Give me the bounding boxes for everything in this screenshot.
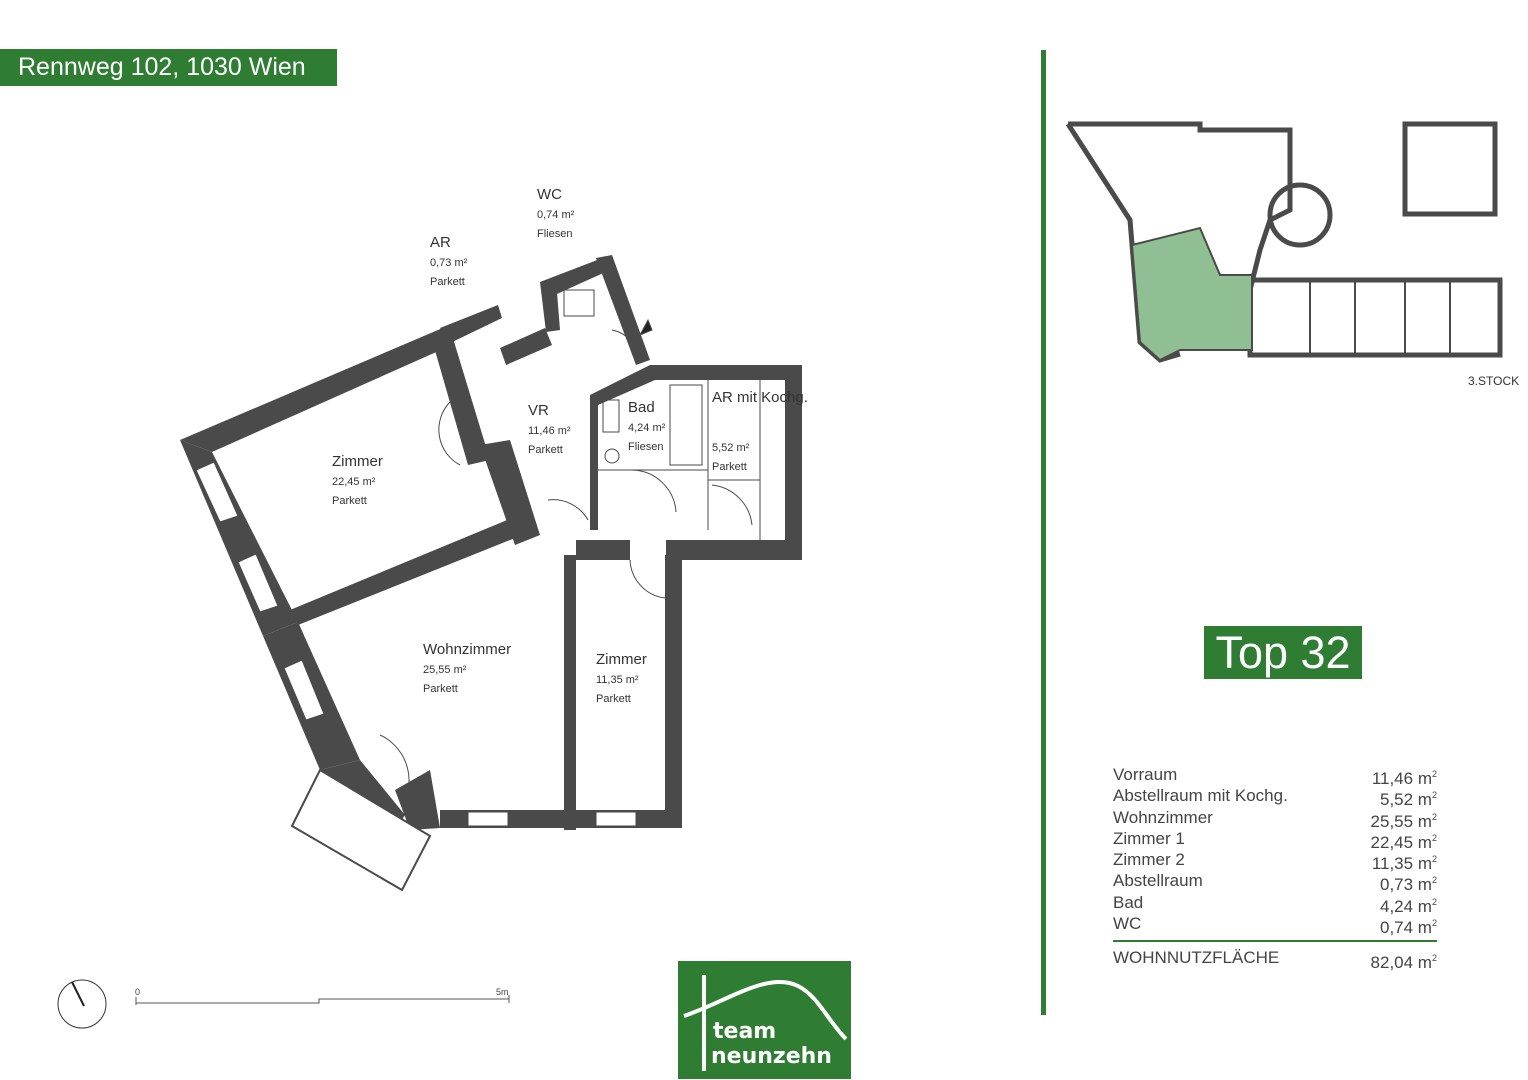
area-row: Zimmer 2 11,35 m2 xyxy=(1113,849,1437,874)
address-banner: Rennweg 102, 1030 Wien xyxy=(0,49,337,86)
room-name: AR mit Kochg. xyxy=(712,389,808,406)
room-name: WC xyxy=(537,186,562,203)
room-name: Zimmer xyxy=(332,453,383,470)
area-value: 5,52 m xyxy=(1380,790,1432,810)
scale-start: 0 xyxy=(135,987,140,997)
room-floor: Parkett xyxy=(528,444,563,456)
unit-badge: Top 32 xyxy=(1204,626,1362,679)
total-value: 82,04 m xyxy=(1370,953,1432,973)
area-value: 0,73 m xyxy=(1380,875,1432,895)
windows xyxy=(195,461,637,827)
area-row: Bad 4,24 m2 xyxy=(1113,892,1437,916)
area-row: Vorraum 11,46 m2 xyxy=(1113,764,1437,788)
room-name: Wohnzimmer xyxy=(423,641,511,658)
room-area: 11,46 m² xyxy=(528,425,571,437)
area-unit-exponent: 2 xyxy=(1431,790,1437,801)
team-neunzehn-logo: team neunzehn xyxy=(678,961,851,1079)
room-floor: Parkett xyxy=(423,683,458,695)
area-unit-exponent: 2 xyxy=(1431,918,1437,929)
area-unit-exponent: 2 xyxy=(1431,875,1437,886)
scale-end: 5m xyxy=(496,987,509,997)
room-floor: Parkett xyxy=(712,461,747,473)
room-floor: Parkett xyxy=(596,693,631,705)
area-unit-exponent: 2 xyxy=(1431,811,1437,822)
area-unit-exponent: 2 xyxy=(1431,769,1437,779)
floor-plan: WC 0,74 m² Fliesen AR 0,73 m² Parkett VR… xyxy=(180,186,808,892)
room-labels: WC 0,74 m² Fliesen AR 0,73 m² Parkett VR… xyxy=(332,186,808,705)
room-area: 22,45 m² xyxy=(332,476,376,488)
room-area: 25,55 m² xyxy=(423,664,467,676)
area-value: 11,46 m xyxy=(1371,769,1432,788)
area-value: 0,74 m xyxy=(1380,918,1432,938)
inner-lines xyxy=(379,289,761,801)
area-label: Vorraum xyxy=(1113,765,1178,784)
room-name: VR xyxy=(528,402,549,419)
floor-label: 3.STOCK xyxy=(1468,374,1520,388)
logo-text-team: team xyxy=(713,1019,777,1044)
area-label: Zimmer 1 xyxy=(1113,828,1185,848)
balcony xyxy=(290,768,432,892)
room-floor: Parkett xyxy=(430,276,465,288)
room-floor: Parkett xyxy=(332,495,367,507)
area-value: 4,24 m xyxy=(1380,896,1432,916)
area-value: 22,45 m xyxy=(1370,832,1432,852)
total-label: WOHNNUTZFLÄCHE xyxy=(1113,948,1280,968)
total-rule xyxy=(1113,940,1437,943)
room-floor: Fliesen xyxy=(628,441,663,453)
area-unit-exponent: 2 xyxy=(1431,832,1437,843)
area-label: Bad xyxy=(1113,892,1144,912)
area-label: WC xyxy=(1113,914,1142,934)
area-value: 11,35 m xyxy=(1371,854,1432,874)
room-area: 4,24 m² xyxy=(628,422,666,434)
area-unit-exponent: 2 xyxy=(1431,854,1437,865)
area-row: Abstellraum 0,73 m2 xyxy=(1113,870,1437,895)
area-row: WC 0,74 m2 xyxy=(1113,913,1437,938)
area-label: Abstellraum mit Kochg. xyxy=(1113,786,1288,806)
room-area: 0,74 m² xyxy=(537,209,575,221)
area-label: Wohnzimmer xyxy=(1113,807,1213,827)
scale-bar: 0 5m xyxy=(135,987,510,1005)
area-row: Wohnzimmer 25,55 m2 xyxy=(1113,807,1437,831)
area-label: Zimmer 2 xyxy=(1113,850,1185,870)
total-unit-exponent: 2 xyxy=(1431,953,1437,964)
walls xyxy=(180,255,802,830)
area-row: Abstellraum mit Kochg. 5,52 m2 xyxy=(1113,785,1437,810)
room-name: Bad xyxy=(628,399,655,416)
logo-text-neunzehn: neunzehn xyxy=(711,1044,832,1069)
room-name: Zimmer xyxy=(596,651,647,668)
area-value: 25,55 m xyxy=(1370,811,1432,831)
total-row: WOHNNUTZFLÄCHE 82,04 m2 xyxy=(1113,947,1437,974)
room-floor: Fliesen xyxy=(537,228,572,240)
room-area: 11,35 m² xyxy=(596,674,639,686)
room-area: 0,73 m² xyxy=(430,257,468,269)
room-name: AR xyxy=(430,234,451,251)
area-row: Zimmer 1 22,45 m2 xyxy=(1113,828,1437,852)
room-area: 5,52 m² xyxy=(712,442,750,454)
area-label: Abstellraum xyxy=(1113,871,1203,891)
unit-highlight xyxy=(1130,226,1253,362)
green-divider xyxy=(1041,50,1046,1015)
area-unit-exponent: 2 xyxy=(1431,896,1437,907)
building-site-plan xyxy=(1065,121,1503,363)
compass-icon xyxy=(57,979,107,1029)
